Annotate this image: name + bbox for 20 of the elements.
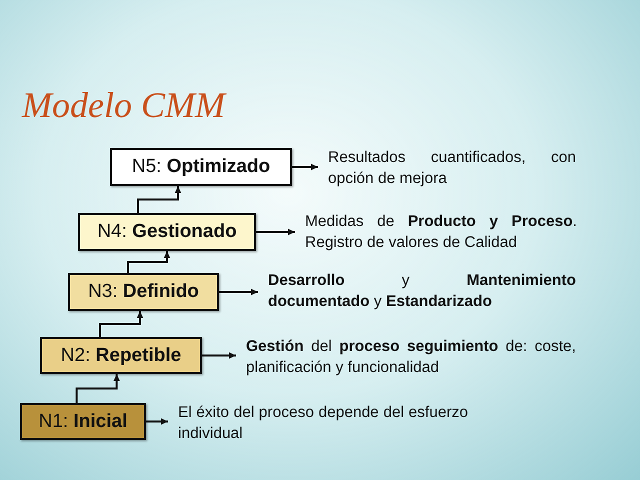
description-text: El éxito del proceso depende del esfuerzo individual bbox=[178, 402, 468, 444]
arrow bbox=[99, 311, 144, 337]
description-text: Gestión del proceso seguimiento de: coste, planificación y funcionalidad bbox=[246, 336, 576, 378]
level-box: N2: Repetible bbox=[40, 337, 202, 374]
arrow bbox=[146, 418, 168, 425]
arrow bbox=[76, 374, 120, 403]
level-box: N4: Gestionado bbox=[78, 213, 256, 251]
arrow bbox=[202, 352, 236, 359]
level-box: N1: Inicial bbox=[20, 403, 146, 440]
level-box: N3: Definido bbox=[68, 273, 219, 311]
arrow bbox=[292, 164, 318, 170]
level-box: N5: Optimizado bbox=[110, 148, 292, 186]
description-text: Medidas de Producto y Proceso. Registro de valores de Calidad bbox=[305, 211, 577, 253]
arrow bbox=[219, 288, 258, 296]
slide-title: Modelo CMM bbox=[22, 84, 225, 126]
arrow bbox=[256, 228, 295, 236]
arrow bbox=[137, 186, 182, 213]
arrow bbox=[127, 251, 170, 273]
description-text: Resultados cuantificados, con opción de mejora bbox=[328, 147, 576, 189]
description-text: Desarrollo y Mantenimiento documentado y Estandarizado bbox=[268, 270, 576, 312]
